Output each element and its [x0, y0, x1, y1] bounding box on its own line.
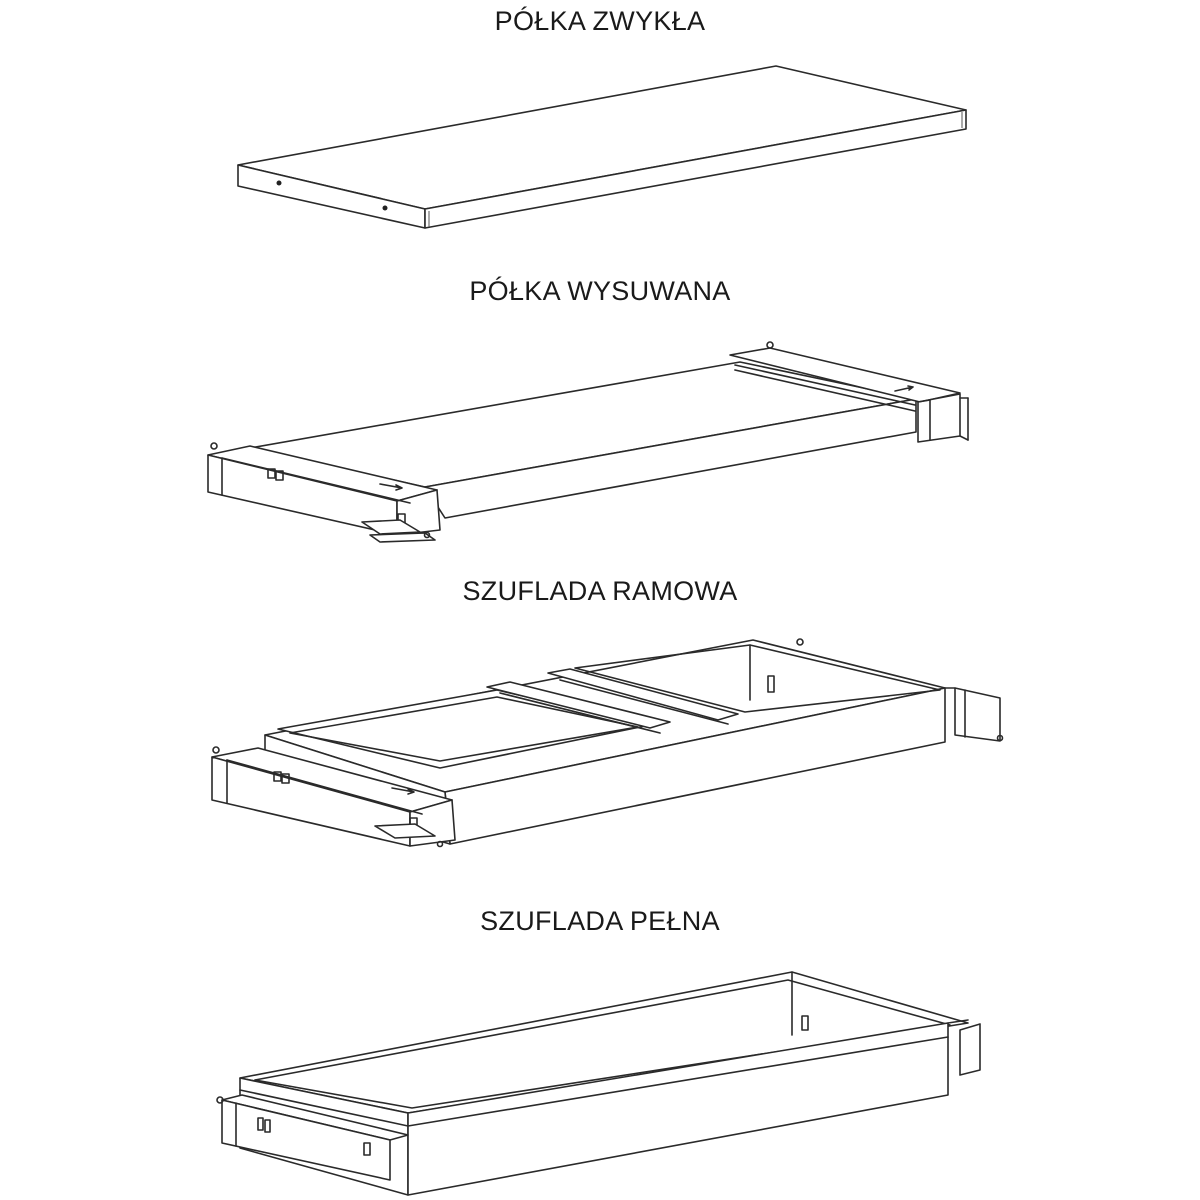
- drawing-szuflada-pelna: [217, 972, 980, 1195]
- drawing-polka-zwykla: [238, 66, 966, 228]
- label-szuflada-pelna: SZUFLADA PEŁNA: [480, 906, 720, 936]
- label-szuflada-ramowa: SZUFLADA RAMOWA: [462, 576, 738, 606]
- label-polka-wysuwana: PÓŁKA WYSUWANA: [469, 276, 731, 306]
- drawing-szuflada-ramowa: [212, 639, 1003, 847]
- label-polka-zwykla: PÓŁKA ZWYKŁA: [494, 6, 706, 36]
- drawing-polka-wysuwana: [208, 342, 968, 542]
